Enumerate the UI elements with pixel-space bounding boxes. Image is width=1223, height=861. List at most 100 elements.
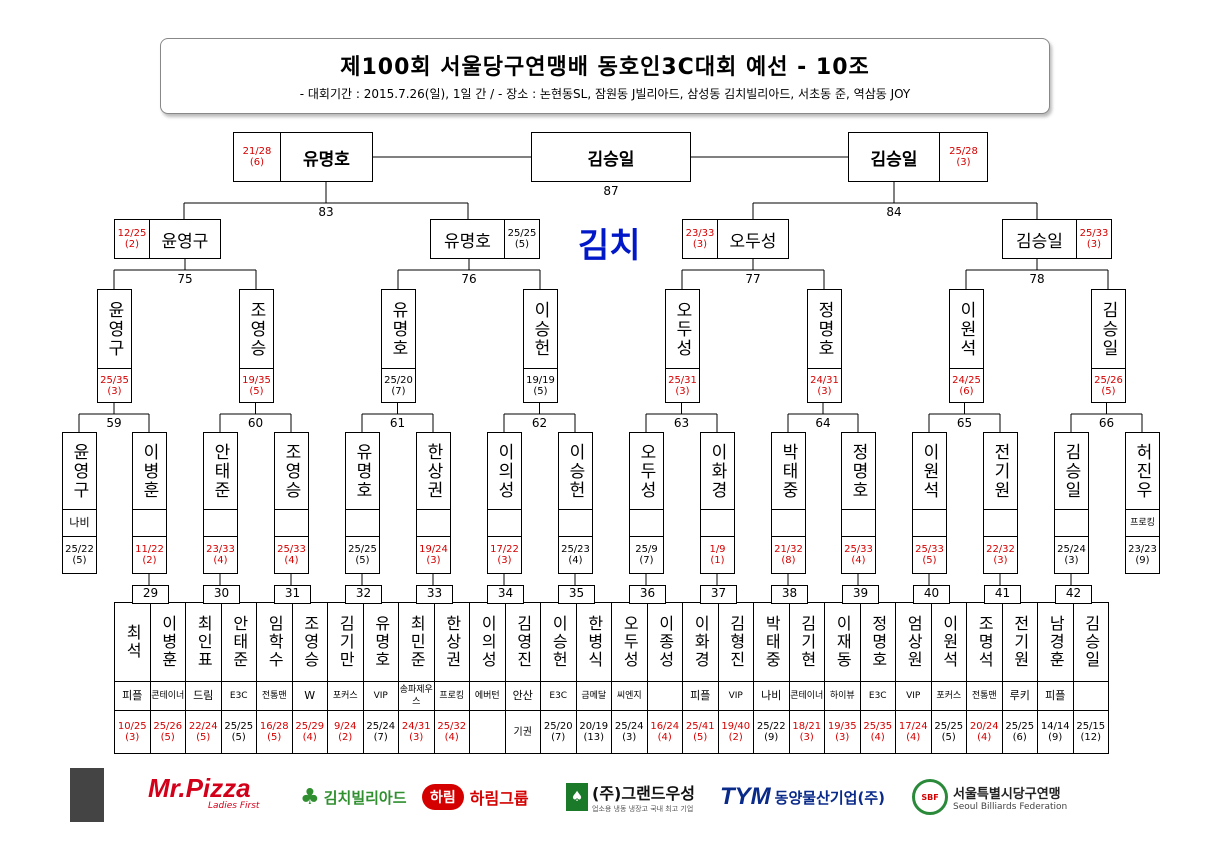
sponsor-mrpizza-name: Mr.Pizza: [148, 773, 251, 803]
score-cell: 25/33(3): [1076, 219, 1112, 259]
innings-value: (5): [514, 239, 530, 250]
score-cell: 19/40(2): [717, 710, 754, 754]
score-cell: 24/25(6): [949, 368, 984, 403]
score-cell: 25/22(9): [753, 710, 790, 754]
player-name-r1: 오두성: [611, 602, 648, 682]
sponsor-sbf: SBF 서울특별시당구연맹 Seoul Billiards Federation: [912, 775, 1067, 819]
score-value: 25/20: [543, 721, 573, 732]
sponsor-sbf-tagline: Seoul Billiards Federation: [953, 801, 1068, 812]
innings-value: (8): [781, 555, 796, 566]
score-cell: 25/33(4): [274, 536, 309, 574]
player-name-semi: 김승일: [1002, 219, 1077, 259]
score-cell: 25/35(3): [97, 368, 132, 403]
innings-value: (5): [941, 732, 956, 743]
match-number-box: 37: [699, 585, 738, 604]
sponsor-tym: TYM 동양물산기업(주): [720, 775, 885, 819]
score-value: 25/41: [685, 721, 715, 732]
score-value: 24/31: [401, 721, 431, 732]
innings-value: (5): [72, 555, 87, 566]
innings-value: (3): [692, 239, 708, 250]
player-name-r2: 윤영구: [62, 432, 97, 510]
score-value: 23/23: [1128, 544, 1157, 555]
score-cell: 25/35(4): [859, 710, 896, 754]
innings-value: (3): [799, 732, 814, 743]
match-number-box: 38: [770, 585, 809, 604]
score-cell: 25/24(3): [611, 710, 648, 754]
score-cell: 21/28(6): [233, 132, 281, 182]
innings-value: (3): [993, 555, 1008, 566]
club-label: 씨엔지: [611, 681, 648, 711]
score-cell: 25/32(4): [433, 710, 470, 754]
player-name-r1: 조영승: [291, 602, 328, 682]
score-cell: 25/23(4): [558, 536, 593, 574]
club-label: 나비: [753, 681, 790, 711]
innings-value: (5): [1101, 385, 1116, 397]
player-name-r1: 이화경: [682, 602, 719, 682]
match-number: 76: [461, 272, 477, 286]
player-name-r2: 이승헌: [558, 432, 593, 510]
score-cell: 25/33(4): [841, 536, 876, 574]
player-name-r2: 김승일: [1054, 432, 1089, 510]
player-name-final: 김승일: [848, 132, 940, 182]
sponsor-harim-badge: 하림: [422, 784, 464, 810]
score-cell: 25/25(5): [220, 710, 257, 754]
match-number: 61: [389, 416, 406, 430]
score-value: 25/25: [507, 228, 537, 239]
innings-value: (3): [1086, 239, 1102, 250]
innings-value: (3): [426, 555, 441, 566]
match-number-box: 35: [557, 585, 596, 604]
innings-value: (4): [657, 732, 672, 743]
player-name-r1: 김형진: [717, 602, 754, 682]
innings-value: (7): [639, 555, 654, 566]
innings-value: (12): [1080, 732, 1102, 743]
club-label: E3C: [220, 681, 257, 711]
player-name-r3: 윤영구: [97, 289, 132, 369]
club-label: [841, 509, 876, 537]
club-label: 하이뷰: [824, 681, 861, 711]
sponsor-sbf-badge: SBF: [912, 779, 948, 815]
club-label: VIP: [717, 681, 754, 711]
club-label: 안산: [504, 681, 541, 711]
player-name-r2: 오두성: [629, 432, 664, 510]
sponsor-mrpizza-tagline: Ladies First: [208, 801, 260, 811]
score-value: 25/25: [348, 544, 377, 555]
match-number: 64: [815, 416, 831, 430]
score-cell: 25/41(5): [682, 710, 719, 754]
innings-value: (3): [409, 732, 424, 743]
innings-value: (1): [710, 555, 725, 566]
club-label: [646, 681, 683, 711]
club-label: 에버턴: [469, 681, 506, 711]
club-label: 전통맨: [966, 681, 1003, 711]
score-value: 10/25: [117, 721, 147, 732]
innings-value: (13): [583, 732, 605, 743]
score-value: 25/22: [756, 721, 786, 732]
score-cell: 25/15(12): [1072, 710, 1109, 754]
score-value: 23/33: [206, 544, 235, 555]
club-label: [912, 509, 947, 537]
player-name-r3: 오두성: [665, 289, 700, 369]
player-name-r2: 조영승: [274, 432, 309, 510]
player-name-r1: 정명호: [859, 602, 896, 682]
score-cell: 25/29(4): [291, 710, 328, 754]
score-value: 25/26: [153, 721, 183, 732]
player-name-r1: 김승일: [1072, 602, 1109, 682]
innings-value: (4): [284, 555, 299, 566]
innings-value: (2): [124, 239, 140, 250]
player-name-r1: 이원석: [930, 602, 967, 682]
innings-value: (5): [355, 555, 370, 566]
score-cell: 16/28(5): [256, 710, 293, 754]
score-cell: 25/26(5): [149, 710, 186, 754]
player-name-semi: 윤영구: [149, 219, 221, 259]
club-label: VIP: [895, 681, 932, 711]
player-name-r2: 한상권: [416, 432, 451, 510]
club-label: [345, 509, 380, 537]
score-value: 25/24: [1057, 544, 1086, 555]
club-label: [1054, 509, 1089, 537]
page-title: 제100회 서울당구연맹배 동호인3C대회 예선 - 10조: [340, 55, 870, 80]
club-label: 나비: [62, 509, 97, 537]
player-name-r2: 이의성: [487, 432, 522, 510]
innings-value: (2): [338, 732, 353, 743]
club-label: [700, 509, 735, 537]
match-number: 63: [673, 416, 690, 430]
sponsor-kimchi: ♣ 김치빌리아드: [300, 775, 407, 819]
